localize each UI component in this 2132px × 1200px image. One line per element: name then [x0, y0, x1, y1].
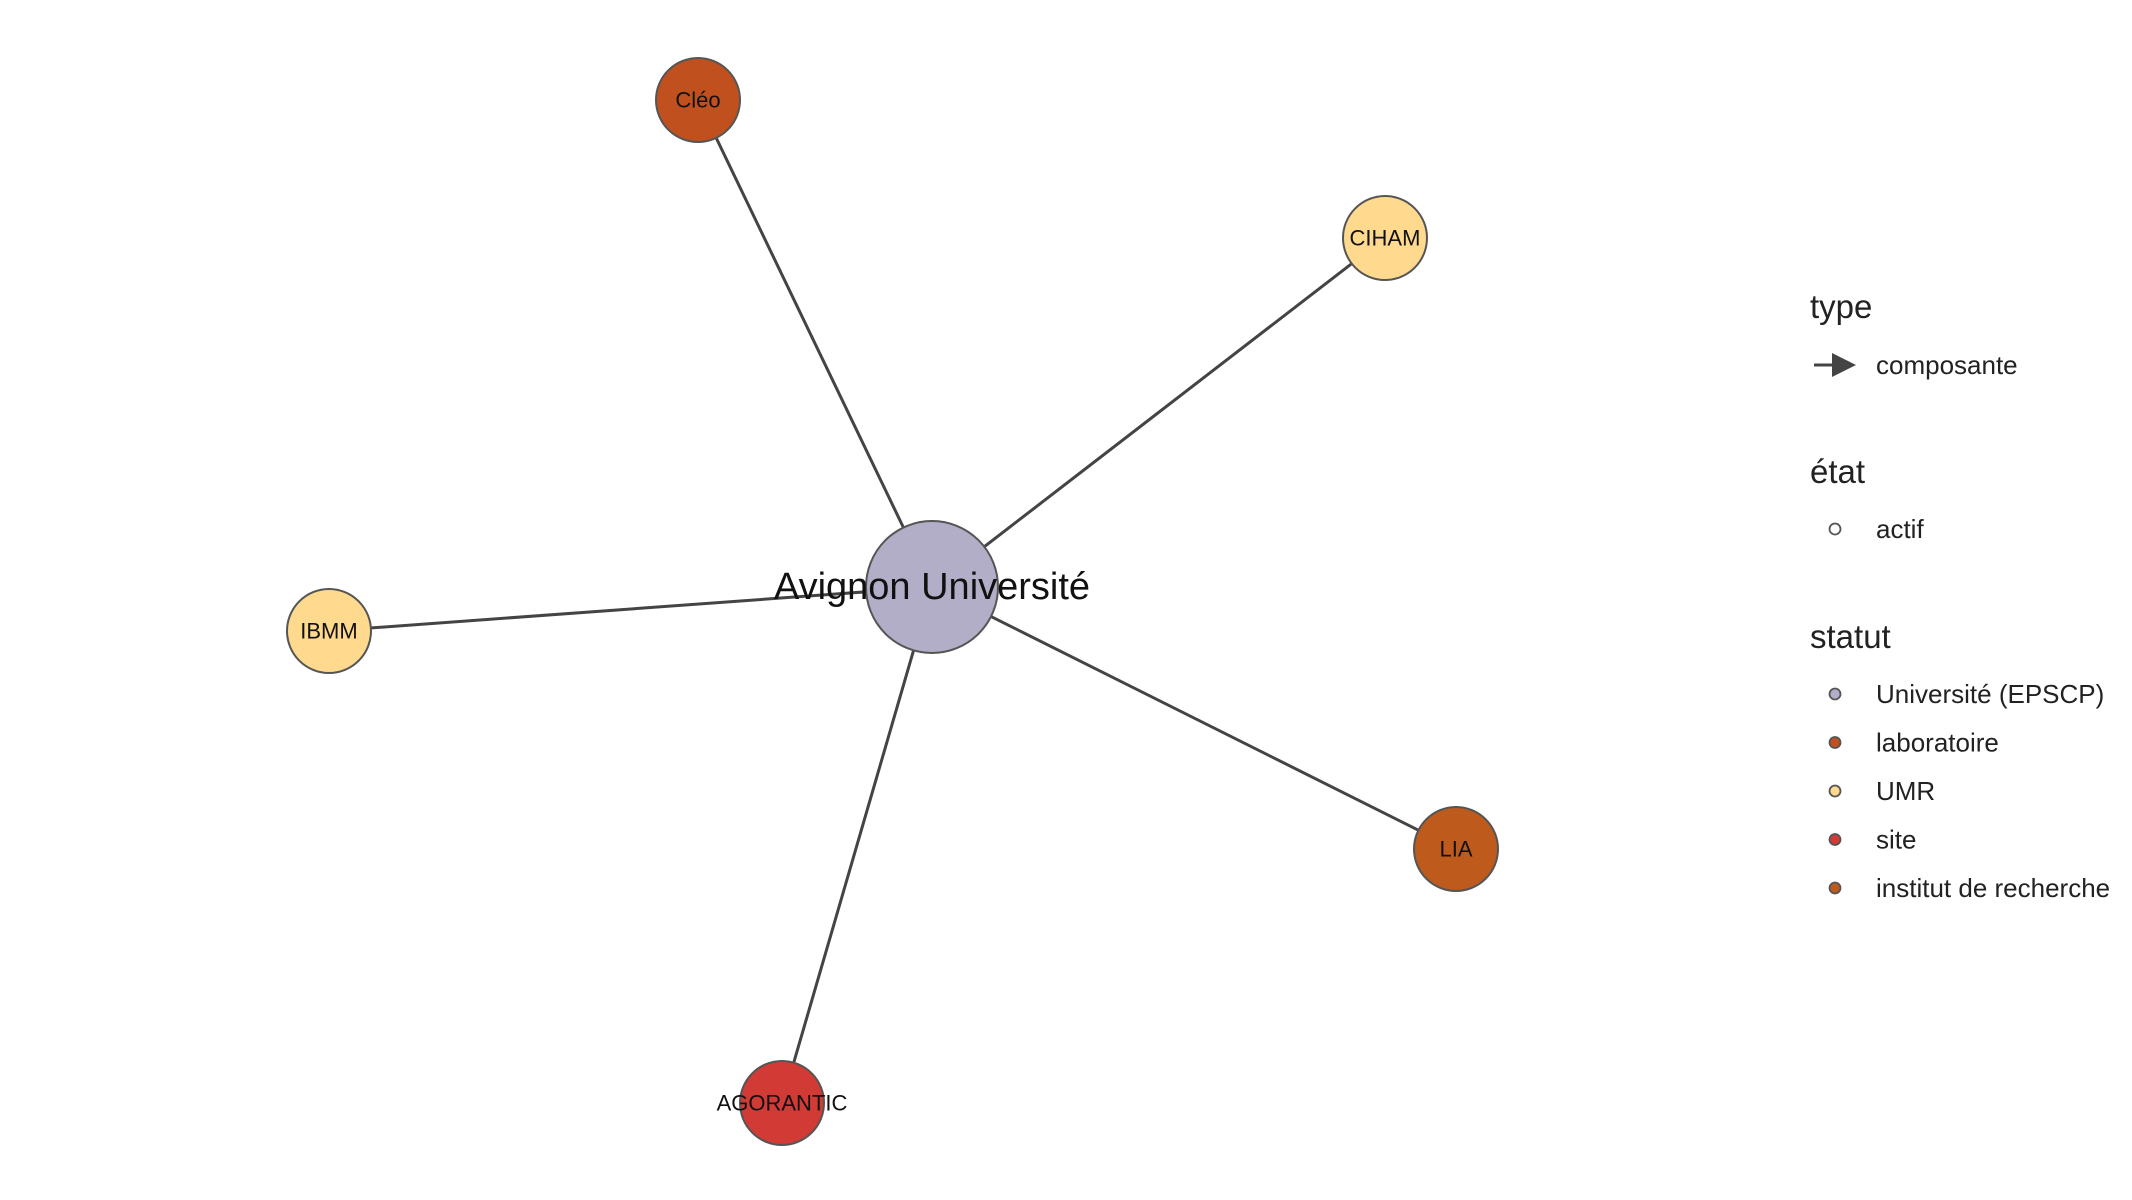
legend-statut-label-3: site — [1876, 825, 1916, 855]
legend-statut-label-1: laboratoire — [1876, 728, 1999, 758]
legend-type-title: type — [1810, 288, 1872, 325]
node-label-ciham: CIHAM — [1350, 226, 1421, 251]
edge-avignon-cleo — [696, 99, 934, 588]
node-circle-avignon[interactable] — [865, 520, 999, 654]
legend-etat-actif: actif — [1876, 514, 1924, 544]
legend: type composante état actif statut Univer… — [1810, 288, 2110, 903]
edge-avignon-ciham — [931, 236, 1386, 589]
node-lia[interactable]: LIA — [1413, 806, 1499, 892]
node-circle-ciham[interactable] — [1342, 195, 1428, 281]
legend-statut-swatch-2 — [1828, 784, 1842, 798]
node-ibmm[interactable]: IBMM — [286, 588, 372, 674]
node-circle-agorantic[interactable] — [739, 1060, 825, 1146]
hollow-circle-icon — [1828, 522, 1842, 536]
legend-statut-label-4: institut de recherche — [1876, 873, 2110, 903]
edges-layer — [328, 99, 1457, 1104]
node-ciham[interactable]: CIHAM — [1342, 195, 1428, 281]
legend-statut-swatch-1 — [1828, 736, 1842, 749]
legend-statut-label-2: UMR — [1876, 776, 1935, 806]
legend-type-composante: composante — [1876, 350, 2018, 380]
node-agorantic[interactable]: AGORANTIC — [717, 1060, 848, 1146]
legend-statut-swatch-4 — [1828, 881, 1842, 895]
legend-statut-label-0: Université (EPSCP) — [1876, 679, 2104, 709]
edge-avignon-lia — [931, 585, 1457, 851]
legend-etat-title: état — [1810, 453, 1865, 490]
node-label-lia: LIA — [1439, 837, 1472, 862]
node-circle-lia[interactable] — [1413, 806, 1499, 892]
arrow-icon — [1814, 353, 1856, 377]
legend-statut-swatch-0 — [1828, 687, 1842, 701]
node-circle-ibmm[interactable] — [286, 588, 372, 674]
edge-avignon-ibmm — [328, 585, 933, 633]
node-label-ibmm: IBMM — [300, 619, 357, 644]
node-label-cleo: Cléo — [675, 88, 720, 113]
legend-statut-swatch-3 — [1828, 833, 1842, 846]
node-cleo[interactable]: Cléo — [655, 57, 741, 143]
legend-statut-title: statut — [1810, 618, 1891, 655]
node-avignon[interactable]: Avignon Université — [774, 520, 1090, 654]
node-label-avignon: Avignon Université — [774, 566, 1090, 608]
node-circle-cleo[interactable] — [655, 57, 741, 143]
node-label-agorantic: AGORANTIC — [717, 1091, 848, 1116]
edge-avignon-agorantic — [780, 586, 934, 1104]
